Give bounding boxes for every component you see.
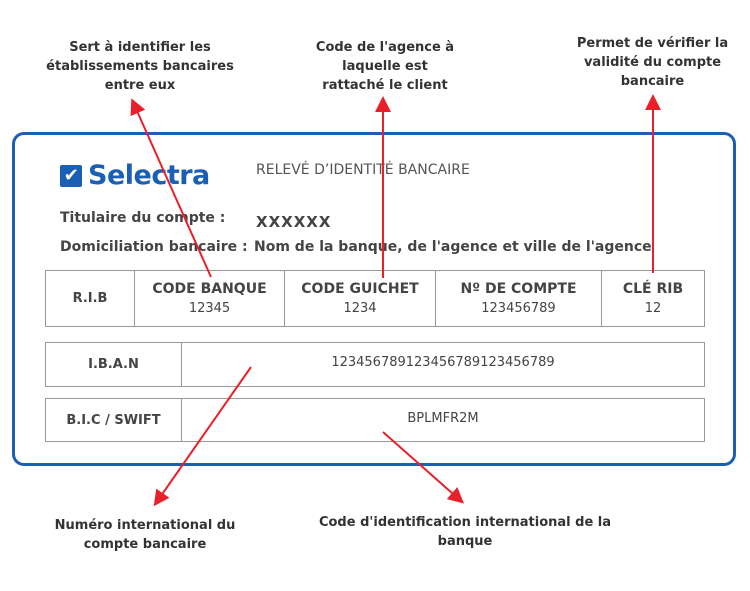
arrow-iban <box>153 366 252 507</box>
rib-code-guichet: CODE GUICHET 1234 <box>284 270 436 327</box>
domicile-label: Domiciliation bancaire : <box>60 239 248 255</box>
column-value: 123456789 <box>481 301 556 316</box>
iban-value: 123456789123456789123456789 <box>181 342 705 387</box>
arrow-bic <box>382 431 464 504</box>
column-header: CODE GUICHET <box>301 281 419 297</box>
checkbox-icon: ✔ <box>60 164 82 187</box>
rib-card <box>12 132 736 466</box>
note-code-banque: Sert à identifier les établissements ban… <box>46 40 234 93</box>
rib-numero-compte: Nº DE COMPTE 123456789 <box>435 270 602 327</box>
iban-label: I.B.A.N <box>45 342 182 387</box>
column-value: 12345 <box>188 301 231 316</box>
rib-cle: CLÉ RIB 12 <box>601 270 705 327</box>
note-iban: Numéro international du compte bancaire <box>54 518 236 552</box>
document-title: RELEVÉ D’IDENTITÉ BANCAIRE <box>256 162 470 178</box>
column-header: CODE BANQUE <box>152 281 267 297</box>
column-value: 1234 <box>343 301 377 316</box>
note-bic: Code d'identification international de l… <box>318 515 612 549</box>
column-header: Nº DE COMPTE <box>460 281 577 297</box>
holder-label: Titulaire du compte : <box>60 210 226 226</box>
note-code-guichet: Code de l'agence à laquelle est rattaché… <box>315 40 455 93</box>
note-cle-rib: Permet de vérifier la validité du compte… <box>576 36 729 89</box>
logo-text: Selectra <box>88 160 210 191</box>
column-header: CLÉ RIB <box>622 281 684 297</box>
bic-value: BPLMFR2M <box>181 398 705 442</box>
domicile-value: Nom de la banque, de l'agence et ville d… <box>254 239 652 255</box>
rib-label: R.I.B <box>45 270 135 327</box>
arrow-code-banque <box>130 98 212 278</box>
bic-label: B.I.C / SWIFT <box>45 398 182 442</box>
holder-value: XXXXXX <box>256 213 332 231</box>
column-value: 12 <box>644 301 662 316</box>
rib-code-banque: CODE BANQUE 12345 <box>134 270 285 327</box>
bic-table: B.I.C / SWIFT BPLMFR2M <box>45 398 705 442</box>
iban-table: I.B.A.N 123456789123456789123456789 <box>45 342 705 387</box>
selectra-logo: ✔ Selectra <box>60 160 210 191</box>
